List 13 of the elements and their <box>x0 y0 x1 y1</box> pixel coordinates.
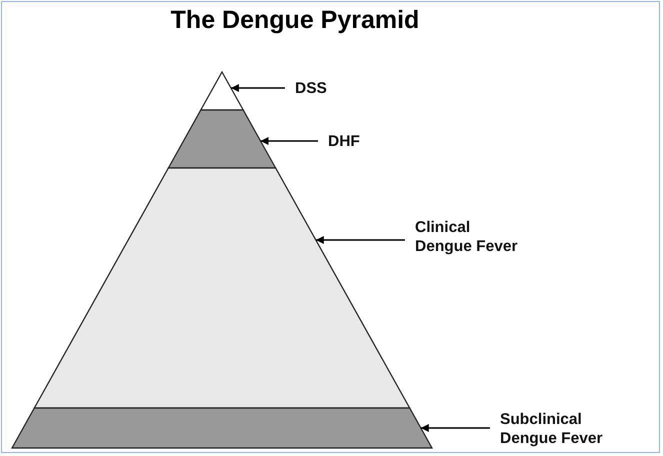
pyramid-tip <box>200 70 244 111</box>
diagram-title: The Dengue Pyramid <box>170 6 420 35</box>
arrow <box>316 236 405 244</box>
arrow <box>420 424 490 432</box>
stage-label: Clinical Dengue Fever <box>415 218 527 256</box>
stage-label: DSS <box>295 79 415 98</box>
pyramid-band <box>10 407 434 449</box>
pyramid-band <box>167 109 277 169</box>
stage-label: Subclinical Dengue Fever <box>500 410 618 448</box>
pyramid-band <box>33 167 411 409</box>
arrow <box>260 137 318 145</box>
stage-label: DHF <box>328 132 448 151</box>
arrow <box>230 84 285 92</box>
